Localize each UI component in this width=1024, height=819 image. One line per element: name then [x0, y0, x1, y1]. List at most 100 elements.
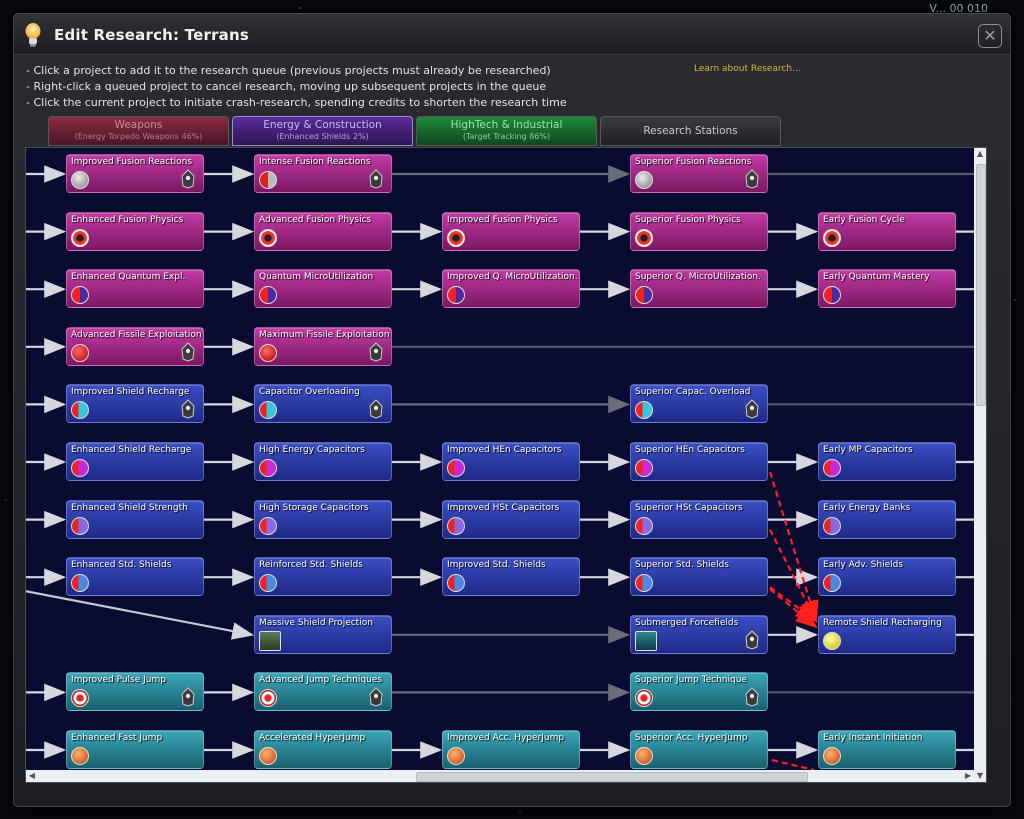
research-project-card[interactable]: Intense Fusion Reactions: [254, 154, 392, 193]
tab-energy-construction[interactable]: Energy & Construction (Enhanced Shields …: [232, 116, 413, 146]
tab-label: Weapons: [114, 119, 163, 131]
research-project-card[interactable]: Superior Fusion Physics: [630, 211, 768, 251]
research-project-card[interactable]: Early Adv. Shields: [818, 557, 956, 597]
research-project-card[interactable]: High Storage Capacitors: [254, 499, 392, 539]
tab-weapons[interactable]: Weapons (Energy Torpedo Weapons 46%): [48, 116, 229, 146]
ship-icon: [743, 399, 761, 419]
project-name: Enhanced Fast Jump: [71, 733, 163, 743]
research-project-card[interactable]: Submerged Forcefields: [630, 614, 768, 654]
research-project-card[interactable]: Superior Std. Shields: [630, 557, 768, 597]
research-project-card[interactable]: Enhanced Quantum Expl.: [66, 269, 204, 309]
horizontal-scrollbar[interactable]: ◀ ▶: [26, 770, 974, 782]
research-project-card[interactable]: Capacitor Overloading: [254, 384, 392, 424]
research-project-card[interactable]: Remote Shield Recharging: [818, 614, 956, 654]
research-project-card[interactable]: Enhanced Shield Recharge: [66, 442, 204, 481]
scroll-left-icon[interactable]: ◀: [28, 771, 36, 780]
research-project-card[interactable]: Superior Capac. Overload: [630, 384, 768, 424]
scroll-right-icon[interactable]: ▶: [964, 771, 972, 780]
tab-research-stations[interactable]: Research Stations: [600, 116, 781, 146]
research-tree[interactable]: ▲ ▼ ◀ ▶ Improved Fusion Reactions Intense…: [25, 147, 987, 783]
tech-orb-icon: [259, 747, 277, 765]
project-name: Improved Q. MicroUtilization.: [447, 272, 578, 283]
tech-orb-icon: [71, 574, 89, 593]
instructions: - Click a project to add it to the resea…: [26, 63, 567, 111]
tab-progress: (Energy Torpedo Weapons 46%): [74, 132, 203, 141]
project-name: Early Fusion Cycle: [823, 214, 905, 225]
research-project-card[interactable]: Improved Fusion Reactions: [66, 154, 204, 193]
research-project-card[interactable]: Improved HEn Capacitors: [442, 442, 580, 481]
scroll-down-icon[interactable]: ▼: [976, 771, 984, 780]
research-project-card[interactable]: Enhanced Fusion Physics: [66, 211, 204, 251]
research-project-card[interactable]: Superior Jump Technique: [630, 672, 768, 712]
research-project-card[interactable]: Reinforced Std. Shields: [254, 557, 392, 597]
tech-orb-icon: [823, 631, 841, 650]
dependency-arrow: [769, 588, 818, 629]
project-name: Superior Jump Technique: [635, 675, 747, 686]
ship-icon: [367, 687, 385, 707]
research-project-card[interactable]: Early Instant Initiation: [818, 730, 956, 769]
project-name: Improved HEn Capacitors: [447, 445, 562, 455]
research-project-card[interactable]: Advanced Fusion Physics: [254, 211, 392, 251]
project-name: Intense Fusion Reactions: [259, 157, 371, 167]
scroll-thumb[interactable]: [416, 772, 808, 782]
research-project-card[interactable]: Early Fusion Cycle: [818, 211, 956, 251]
research-project-card[interactable]: Superior Acc. HyperJump: [630, 730, 768, 769]
tech-orb-icon: [259, 459, 277, 477]
research-project-card[interactable]: Advanced Jump Techniques: [254, 672, 392, 712]
research-project-card[interactable]: High Energy Capacitors: [254, 442, 392, 481]
research-project-card[interactable]: Enhanced Std. Shields: [66, 557, 204, 597]
research-project-card[interactable]: Superior Q. MicroUtilization.: [630, 269, 768, 309]
research-project-card[interactable]: Accelerated HyperJump: [254, 730, 392, 769]
close-icon: ✕: [983, 26, 997, 45]
research-project-card[interactable]: Superior Fusion Reactions: [630, 154, 768, 193]
research-project-card[interactable]: Early MP Capacitors: [818, 442, 956, 481]
vertical-scrollbar[interactable]: ▲ ▼: [974, 148, 986, 782]
tab-progress: (Target Tracking 86%): [462, 132, 551, 141]
corner-readout: V... 00 010: [929, 2, 988, 15]
window-title: Edit Research: Terrans: [54, 26, 249, 44]
research-project-card[interactable]: Early Quantum Mastery: [818, 269, 956, 309]
research-project-card[interactable]: Improved Shield Recharge: [66, 384, 204, 424]
tech-orb-icon: [447, 747, 465, 765]
research-project-card[interactable]: Advanced Fissile Exploitation: [66, 326, 204, 366]
tech-orb-icon: [447, 228, 465, 247]
research-project-card[interactable]: Superior HEn Capacitors: [630, 442, 768, 481]
research-project-card[interactable]: Massive Shield Projection: [254, 614, 392, 654]
dependency-arrow: [768, 471, 819, 623]
research-project-card[interactable]: Superior HSt Capacitors: [630, 499, 768, 539]
research-project-card[interactable]: Improved Pulse Jump: [66, 672, 204, 712]
research-project-card[interactable]: Maximum Fissile Exploitation: [254, 326, 392, 366]
tech-orb-icon: [635, 228, 653, 247]
tab-label: Research Stations: [643, 125, 738, 137]
scroll-thumb[interactable]: [976, 164, 986, 406]
research-project-card[interactable]: Improved HSt Capacitors: [442, 499, 580, 539]
project-name: Advanced Fissile Exploitation: [71, 329, 202, 340]
tech-orb-icon: [71, 228, 89, 247]
project-name: Superior HSt Capacitors: [635, 502, 743, 513]
learn-about-research-link[interactable]: Learn about Research...: [694, 64, 801, 74]
research-project-card[interactable]: Improved Acc. HyperJump: [442, 730, 580, 769]
research-project-card[interactable]: Quantum MicroUtilization: [254, 269, 392, 309]
research-project-card[interactable]: Improved Fusion Physics: [442, 211, 580, 251]
research-project-card[interactable]: Improved Q. MicroUtilization.: [442, 269, 580, 309]
ship-icon: [179, 687, 197, 707]
scroll-up-icon[interactable]: ▲: [976, 149, 984, 158]
research-project-card[interactable]: Early Energy Banks: [818, 499, 956, 539]
project-name: Enhanced Shield Recharge: [71, 445, 192, 455]
research-project-card[interactable]: Enhanced Shield Strength: [66, 499, 204, 539]
ship-icon: [743, 169, 761, 189]
project-name: Superior Fusion Reactions: [635, 157, 752, 167]
ship-icon: [743, 630, 761, 650]
tech-orb-icon: [635, 574, 653, 593]
research-project-card[interactable]: Improved Std. Shields: [442, 557, 580, 597]
tech-orb-icon: [259, 171, 277, 189]
project-name: Early Adv. Shields: [823, 560, 904, 571]
tech-orb-icon: [259, 630, 281, 651]
tech-orb-icon: [635, 747, 653, 765]
tab-hightech-industrial[interactable]: HighTech & Industrial (Target Tracking 8…: [416, 116, 597, 146]
research-project-card[interactable]: Enhanced Fast Jump: [66, 730, 204, 769]
close-button[interactable]: ✕: [978, 24, 1002, 48]
project-name: Quantum MicroUtilization: [259, 272, 374, 283]
project-name: Improved Shield Recharge: [71, 387, 190, 398]
project-name: Improved Acc. HyperJump: [447, 733, 565, 743]
